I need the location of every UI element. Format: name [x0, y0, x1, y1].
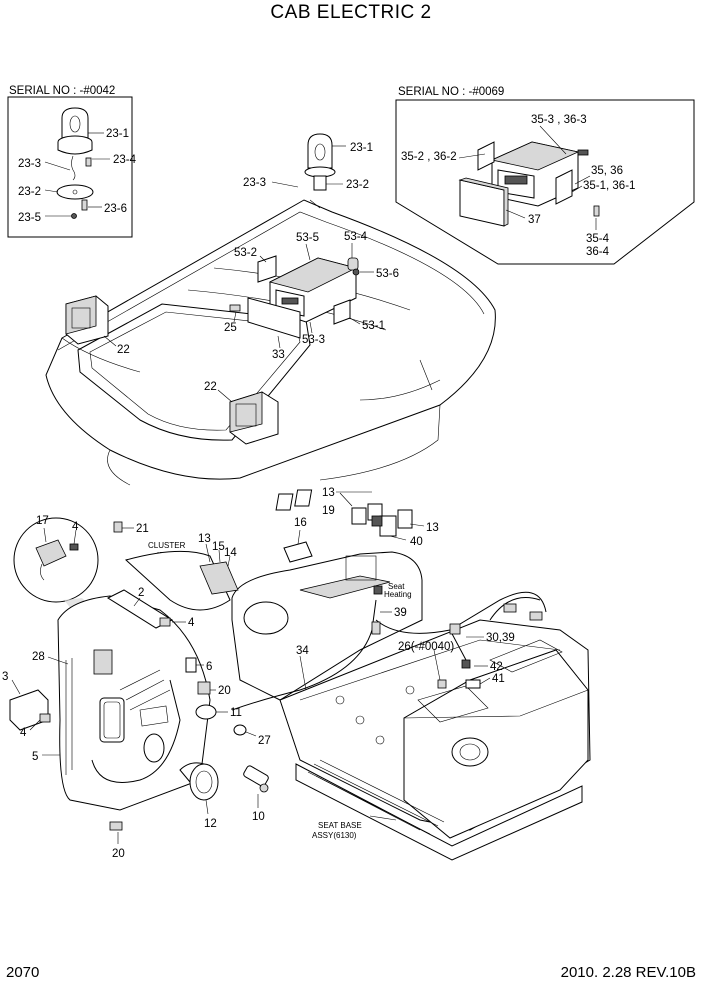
callout-16: 16 [294, 517, 307, 529]
roof-beacon: 23-1 23-3 23-2 [243, 133, 373, 209]
seat-heating-label-1: Seat [388, 582, 405, 591]
callout-2: 2 [138, 587, 144, 599]
callout-53-2: 53-2 [234, 247, 257, 259]
callout-37: 37 [528, 214, 541, 226]
beacon-serial-label: SERIAL NO : -#0042 [9, 85, 115, 97]
page-number: 2070 [6, 964, 40, 981]
cluster-area: CLUSTER (2090) 13 15 14 16 [124, 517, 313, 611]
callout-25: 25 [224, 322, 237, 334]
callout-40: 40 [410, 536, 423, 548]
callout-53-4: 53-4 [344, 231, 368, 243]
callout-35-4: 35-4 [586, 233, 610, 245]
callout-23-1b: 23-1 [350, 142, 373, 154]
callout-53-6: 53-6 [376, 268, 399, 280]
roof-radio: 53-2 53-5 53-4 53-6 53-1 53-3 25 33 [224, 231, 399, 361]
callout-23-3a: 23-3 [18, 158, 41, 170]
callout-14: 14 [224, 547, 237, 559]
callout-34: 34 [296, 645, 309, 657]
wiring-harness: Seat Heating 39 34 26(-#0040) 30,39 42 4… [231, 582, 547, 711]
cluster-label: CLUSTER [148, 541, 186, 550]
callout-23-4a: 23-4 [113, 154, 137, 166]
page-title: CAB ELECTRIC 2 [270, 2, 432, 23]
callout-53-1: 53-1 [362, 320, 385, 332]
callout-35-1: 35-1, 36-1 [583, 180, 635, 192]
callout-22a: 22 [117, 344, 130, 356]
callout-15: 15 [212, 541, 225, 553]
work-lamps: 22 22 [65, 295, 279, 445]
callout-35-36: 35, 36 [591, 165, 623, 177]
callout-26: 26(-#0040) [398, 641, 454, 653]
callout-28: 28 [32, 651, 45, 663]
callout-27: 27 [258, 735, 271, 747]
console: SEAT BASE ASSY(6130) [231, 551, 591, 861]
radio-inset: SERIAL NO : -#0069 35-3 , 36-3 35-2 , 36… [395, 86, 695, 265]
switch-panel: 13 19 13 40 [275, 487, 439, 548]
seat-base-label: SEAT BASE [318, 821, 362, 830]
callout-41: 41 [492, 673, 505, 685]
callout-4a: 4 [72, 521, 79, 533]
callout-53-5: 53-5 [296, 232, 319, 244]
callout-22b: 22 [204, 381, 217, 393]
callout-17: 17 [36, 515, 49, 527]
radio-serial-label: SERIAL NO : -#0069 [398, 86, 504, 98]
callout-30-39: 30,39 [486, 632, 515, 644]
side-panel: 17 4 2 21 4 6 20 [2, 515, 271, 860]
cab-roof [45, 199, 496, 486]
callout-13a: 13 [322, 487, 335, 499]
callout-35-3: 35-3 , 36-3 [531, 114, 587, 126]
callout-23-6a: 23-6 [104, 203, 127, 215]
callout-10: 10 [252, 811, 265, 823]
callout-33: 33 [272, 349, 285, 361]
callout-39: 39 [394, 607, 407, 619]
callout-23-1a: 23-1 [106, 128, 129, 140]
callout-23-2b: 23-2 [346, 179, 369, 191]
callout-36-4: 36-4 [586, 246, 610, 258]
callout-23-3b: 23-3 [243, 177, 266, 189]
callout-13b: 13 [426, 522, 439, 534]
callout-20a: 20 [218, 685, 231, 697]
callout-6: 6 [206, 661, 212, 673]
revision-date: 2010. 2.28 REV.10B [560, 964, 696, 981]
callout-11: 11 [230, 707, 242, 719]
callout-35-2: 35-2 , 36-2 [401, 151, 457, 163]
callout-21: 21 [136, 523, 149, 535]
callout-4b: 4 [188, 617, 195, 629]
seat-base-ref: ASSY(6130) [312, 831, 357, 840]
callout-3: 3 [2, 671, 8, 683]
beacon-inset: SERIAL NO : -#0042 23-1 23-3 23-4 23-2 2… [7, 85, 137, 238]
callout-4c: 4 [20, 727, 27, 739]
callout-42: 42 [490, 661, 503, 673]
callout-23-5a: 23-5 [18, 212, 41, 224]
callout-19: 19 [322, 505, 335, 517]
callout-53-3: 53-3 [302, 334, 325, 346]
callout-23-2a: 23-2 [18, 186, 41, 198]
callout-12: 12 [204, 818, 217, 830]
seat-heating-label-2: Heating [384, 590, 412, 599]
callout-20b: 20 [112, 848, 125, 860]
callout-5: 5 [32, 751, 38, 763]
callout-13c: 13 [198, 533, 211, 545]
